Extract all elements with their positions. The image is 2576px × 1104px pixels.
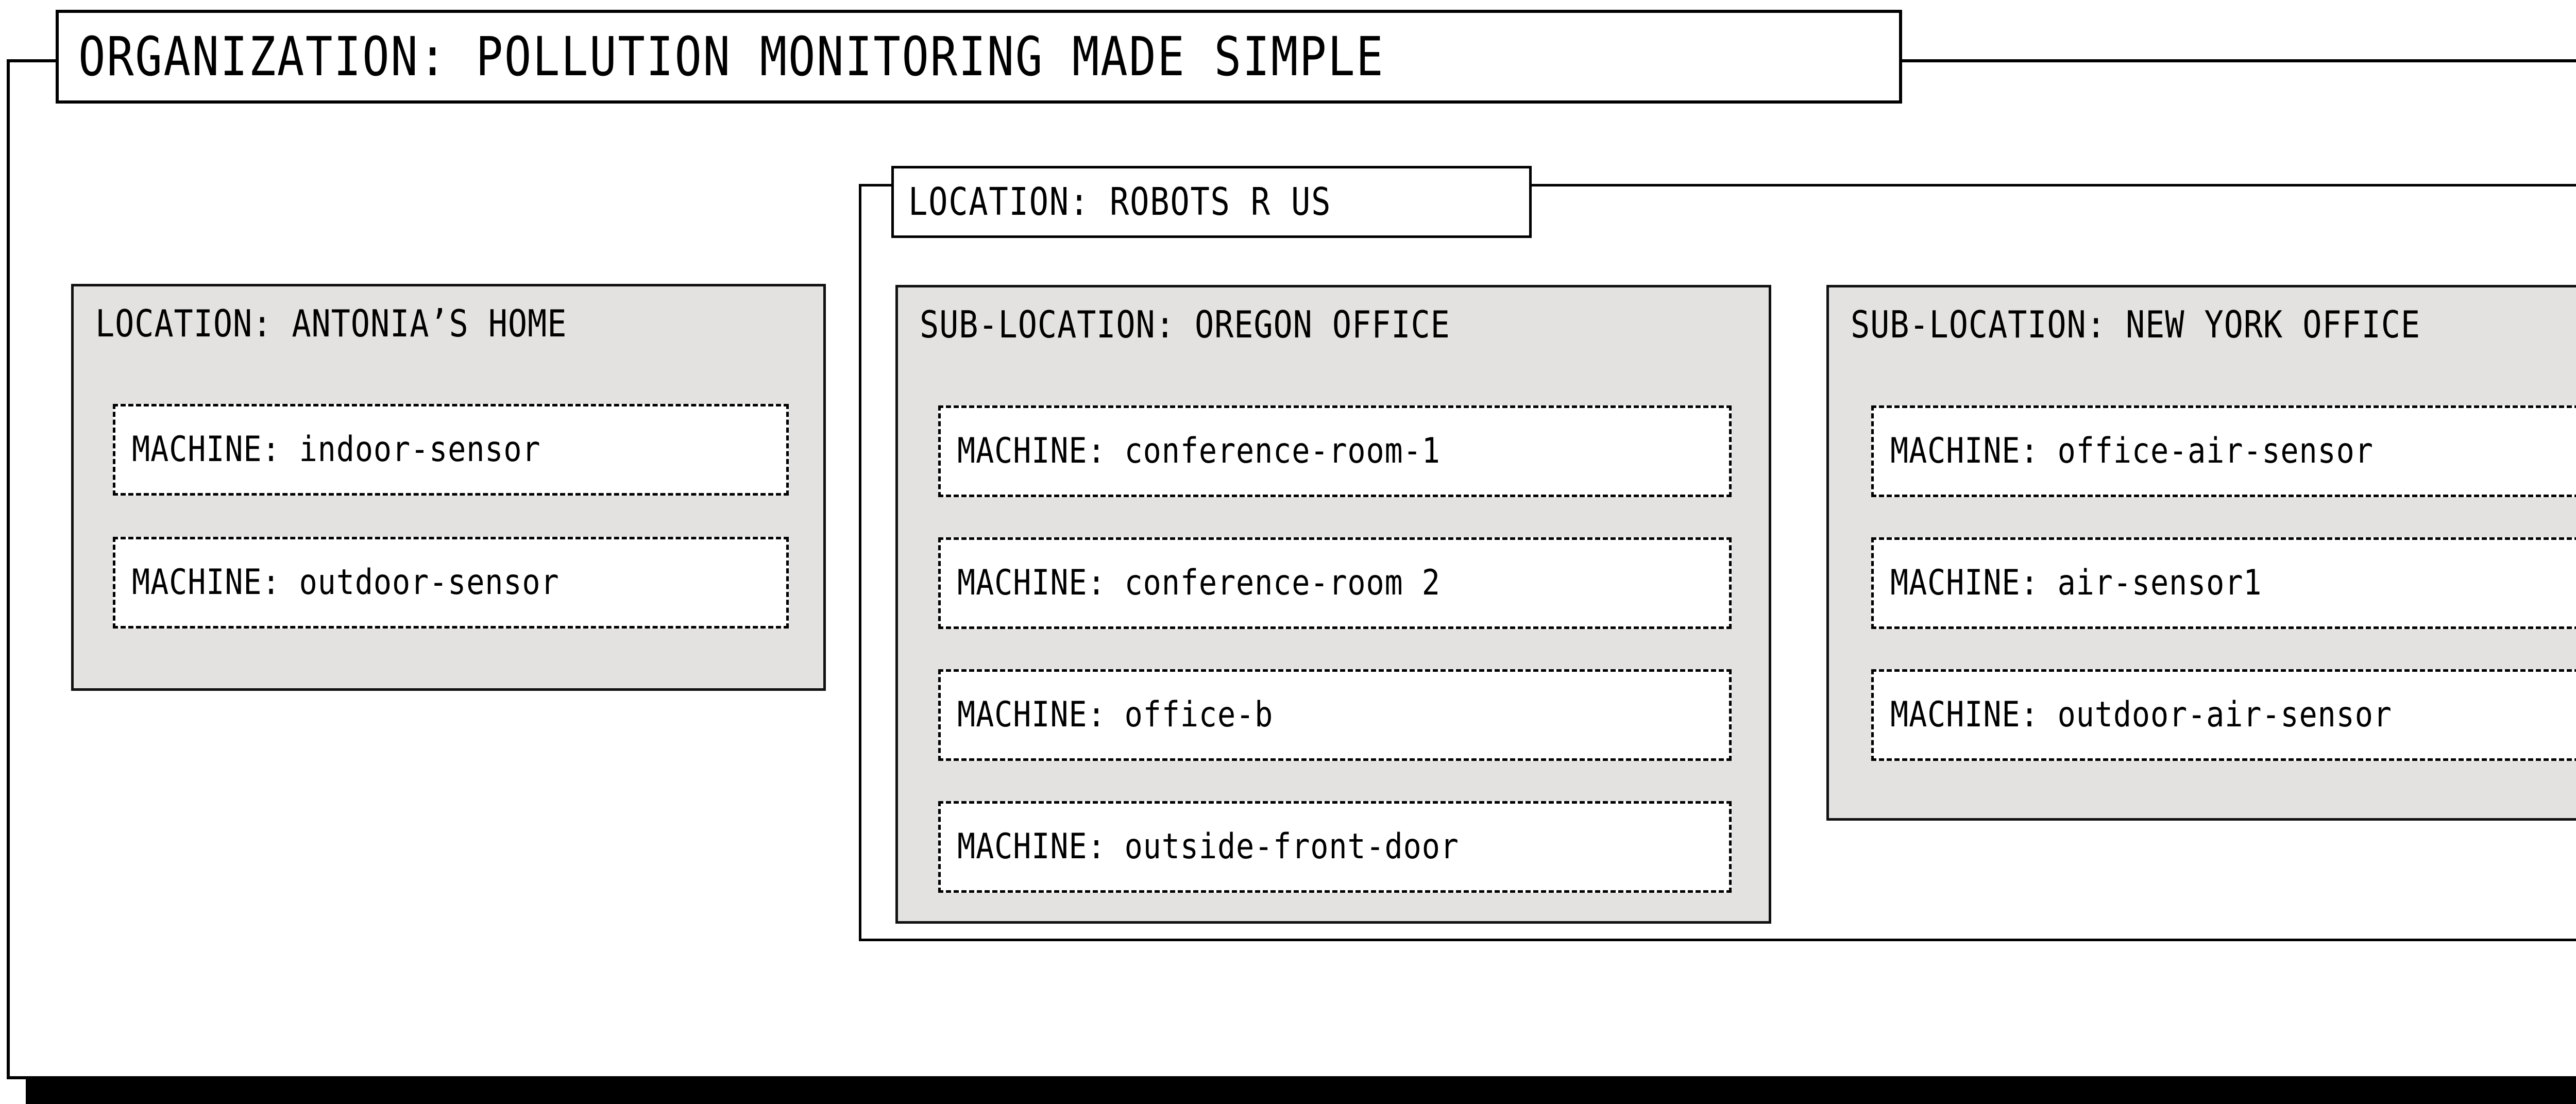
machine-indoor-sensor[interactable]: MACHINE: indoor-sensor <box>113 404 789 496</box>
location-robots-r-us-title: LOCATION: ROBOTS R US <box>908 180 1332 224</box>
machine-outdoor-sensor[interactable]: MACHINE: outdoor-sensor <box>113 537 789 629</box>
machine-label: MACHINE: conference-room 2 <box>957 563 1440 603</box>
machine-label: MACHINE: outside-front-door <box>957 826 1459 867</box>
machine-label: MACHINE: air-sensor1 <box>1890 563 2262 603</box>
sub-location-new-york-office: SUB-LOCATION: NEW YORK OFFICE MACHINE: o… <box>1826 285 2576 821</box>
machine-label: MACHINE: outdoor-air-sensor <box>1890 694 2392 735</box>
machine-conference-room-2[interactable]: MACHINE: conference-room 2 <box>938 537 1732 629</box>
machine-outdoor-air-sensor[interactable]: MACHINE: outdoor-air-sensor <box>1871 669 2576 761</box>
location-antonias-home-title: LOCATION: ANTONIA’S HOME <box>95 302 567 345</box>
location-antonias-home: LOCATION: ANTONIA’S HOME MACHINE: indoor… <box>71 284 826 691</box>
machine-conference-room-1[interactable]: MACHINE: conference-room-1 <box>938 405 1732 497</box>
machine-outside-front-door[interactable]: MACHINE: outside-front-door <box>938 801 1732 893</box>
machine-office-air-sensor[interactable]: MACHINE: office-air-sensor <box>1871 405 2576 497</box>
machine-air-sensor1[interactable]: MACHINE: air-sensor1 <box>1871 537 2576 629</box>
machine-label: MACHINE: office-air-sensor <box>1890 431 2374 471</box>
machine-label: MACHINE: conference-room-1 <box>957 431 1440 471</box>
machine-label: MACHINE: office-b <box>957 694 1274 735</box>
location-robots-r-us-title-tab: LOCATION: ROBOTS R US <box>891 166 1532 238</box>
machine-label: MACHINE: outdoor-sensor <box>132 562 560 603</box>
sub-location-oregon-office: SUB-LOCATION: OREGON OFFICE MACHINE: con… <box>895 285 1771 924</box>
sub-location-new-york-office-title: SUB-LOCATION: NEW YORK OFFICE <box>1851 303 2421 346</box>
organization-title-tab: ORGANIZATION: POLLUTION MONITORING MADE … <box>56 10 1902 104</box>
machine-label: MACHINE: indoor-sensor <box>132 429 541 470</box>
organization-title: ORGANIZATION: POLLUTION MONITORING MADE … <box>78 25 1385 88</box>
machine-office-b[interactable]: MACHINE: office-b <box>938 669 1732 761</box>
sub-location-oregon-office-title: SUB-LOCATION: OREGON OFFICE <box>920 303 1450 346</box>
